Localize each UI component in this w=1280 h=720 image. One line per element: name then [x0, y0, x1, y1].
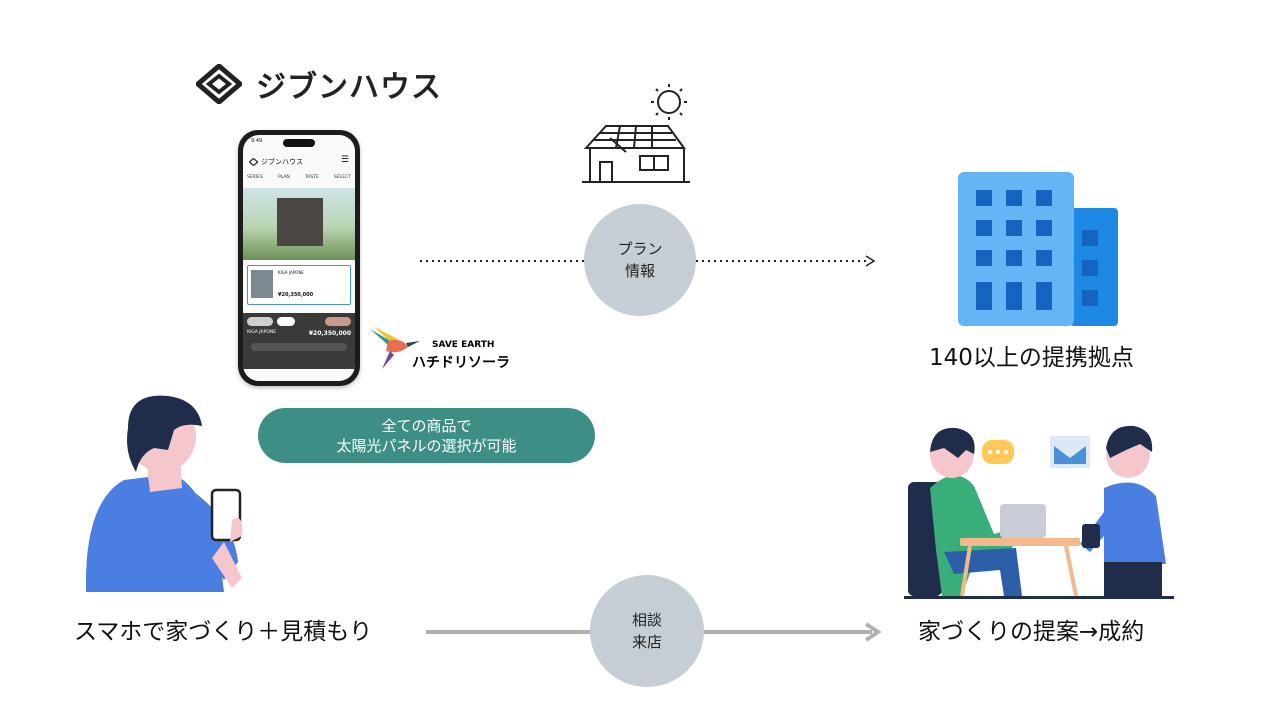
phone-bar-model: KIGA JAPONE: [247, 330, 277, 335]
phone-bottom-bar: KIGA JAPONE ¥20,350,000: [243, 313, 355, 369]
proposal-contract-label: 家づくりの提案→成約: [918, 619, 1145, 645]
hamburger-menu-icon: ☰: [340, 155, 349, 165]
phone-brand-text: ジブンハウス: [261, 158, 303, 166]
smartphone-mockup: 9:49 ジブンハウス ☰ SERIES PLAN TASTE SELECT K…: [238, 130, 360, 386]
phone-tabs: SERIES PLAN TASTE SELECT: [247, 175, 351, 180]
person-with-phone-illustration: [85, 395, 243, 592]
house-image: [277, 198, 323, 246]
hummingbird-logo: SAVE EARTH ハチドリソーラー: [370, 327, 524, 371]
solar-pill-line2: 太陽光パネルの選択が可能: [336, 436, 517, 455]
plan-info-circle: プラン 情報: [584, 204, 696, 316]
phone-tab: SELECT: [334, 175, 351, 180]
plan-circle-line2: 情報: [624, 262, 655, 280]
visit-circle-line2: 来店: [631, 633, 662, 651]
phone-brand: ジブンハウス: [249, 157, 303, 167]
badge-line2: ハチドリソーラー: [412, 355, 510, 371]
solar-house-icon: [582, 84, 690, 183]
meeting-illustration: [904, 425, 1174, 599]
solar-pill-line1: 全ての商品で: [381, 416, 472, 435]
phone-screen: 9:49 ジブンハウス ☰ SERIES PLAN TASTE SELECT K…: [243, 135, 355, 381]
phone-pill: [325, 317, 351, 326]
diamond-logo-icon: [249, 158, 258, 166]
phone-url-bar: [251, 343, 347, 351]
solar-panel-callout: 全ての商品で 太陽光パネルの選択が可能: [258, 408, 595, 463]
diamond-logo-icon: [196, 64, 242, 104]
consult-visit-circle: 相談 来店: [590, 575, 704, 687]
phone-pill: [277, 317, 295, 326]
house-photo: [243, 188, 355, 260]
save-earth-badge: SAVE EARTH ハチドリソーラー: [368, 325, 524, 379]
product-card: KIGA JAPONE ¥20,350,000: [247, 265, 351, 305]
office-building-icon: [958, 172, 1118, 326]
product-thumbnail: [251, 270, 273, 298]
gray-arrow-head: [864, 622, 882, 642]
brand-logo: ジブンハウス: [196, 62, 442, 106]
plan-circle-line1: プラン: [617, 240, 663, 258]
badge-line1: SAVE EARTH: [432, 340, 494, 350]
phone-tab: SERIES: [247, 175, 263, 180]
phone-bar-price: ¥20,350,000: [308, 330, 351, 337]
smartphone-estimate-label: スマホで家づくり＋見積もり: [74, 619, 373, 645]
hummingbird-icon: [370, 327, 420, 369]
visit-circle-line1: 相談: [631, 611, 662, 629]
phone-notch: [283, 139, 315, 147]
product-title: KIGA JAPONE: [278, 270, 304, 275]
phone-status-time: 9:49: [251, 138, 263, 144]
phone-pill: [247, 317, 273, 326]
phone-tab: PLAN: [278, 175, 290, 180]
phone-tab: TASTE: [304, 175, 319, 180]
dotted-arrow-head: [865, 255, 876, 267]
brand-name: ジブンハウス: [256, 70, 442, 105]
partner-locations-label: 140以上の提携拠点: [929, 345, 1134, 371]
product-price: ¥20,350,000: [278, 292, 314, 298]
